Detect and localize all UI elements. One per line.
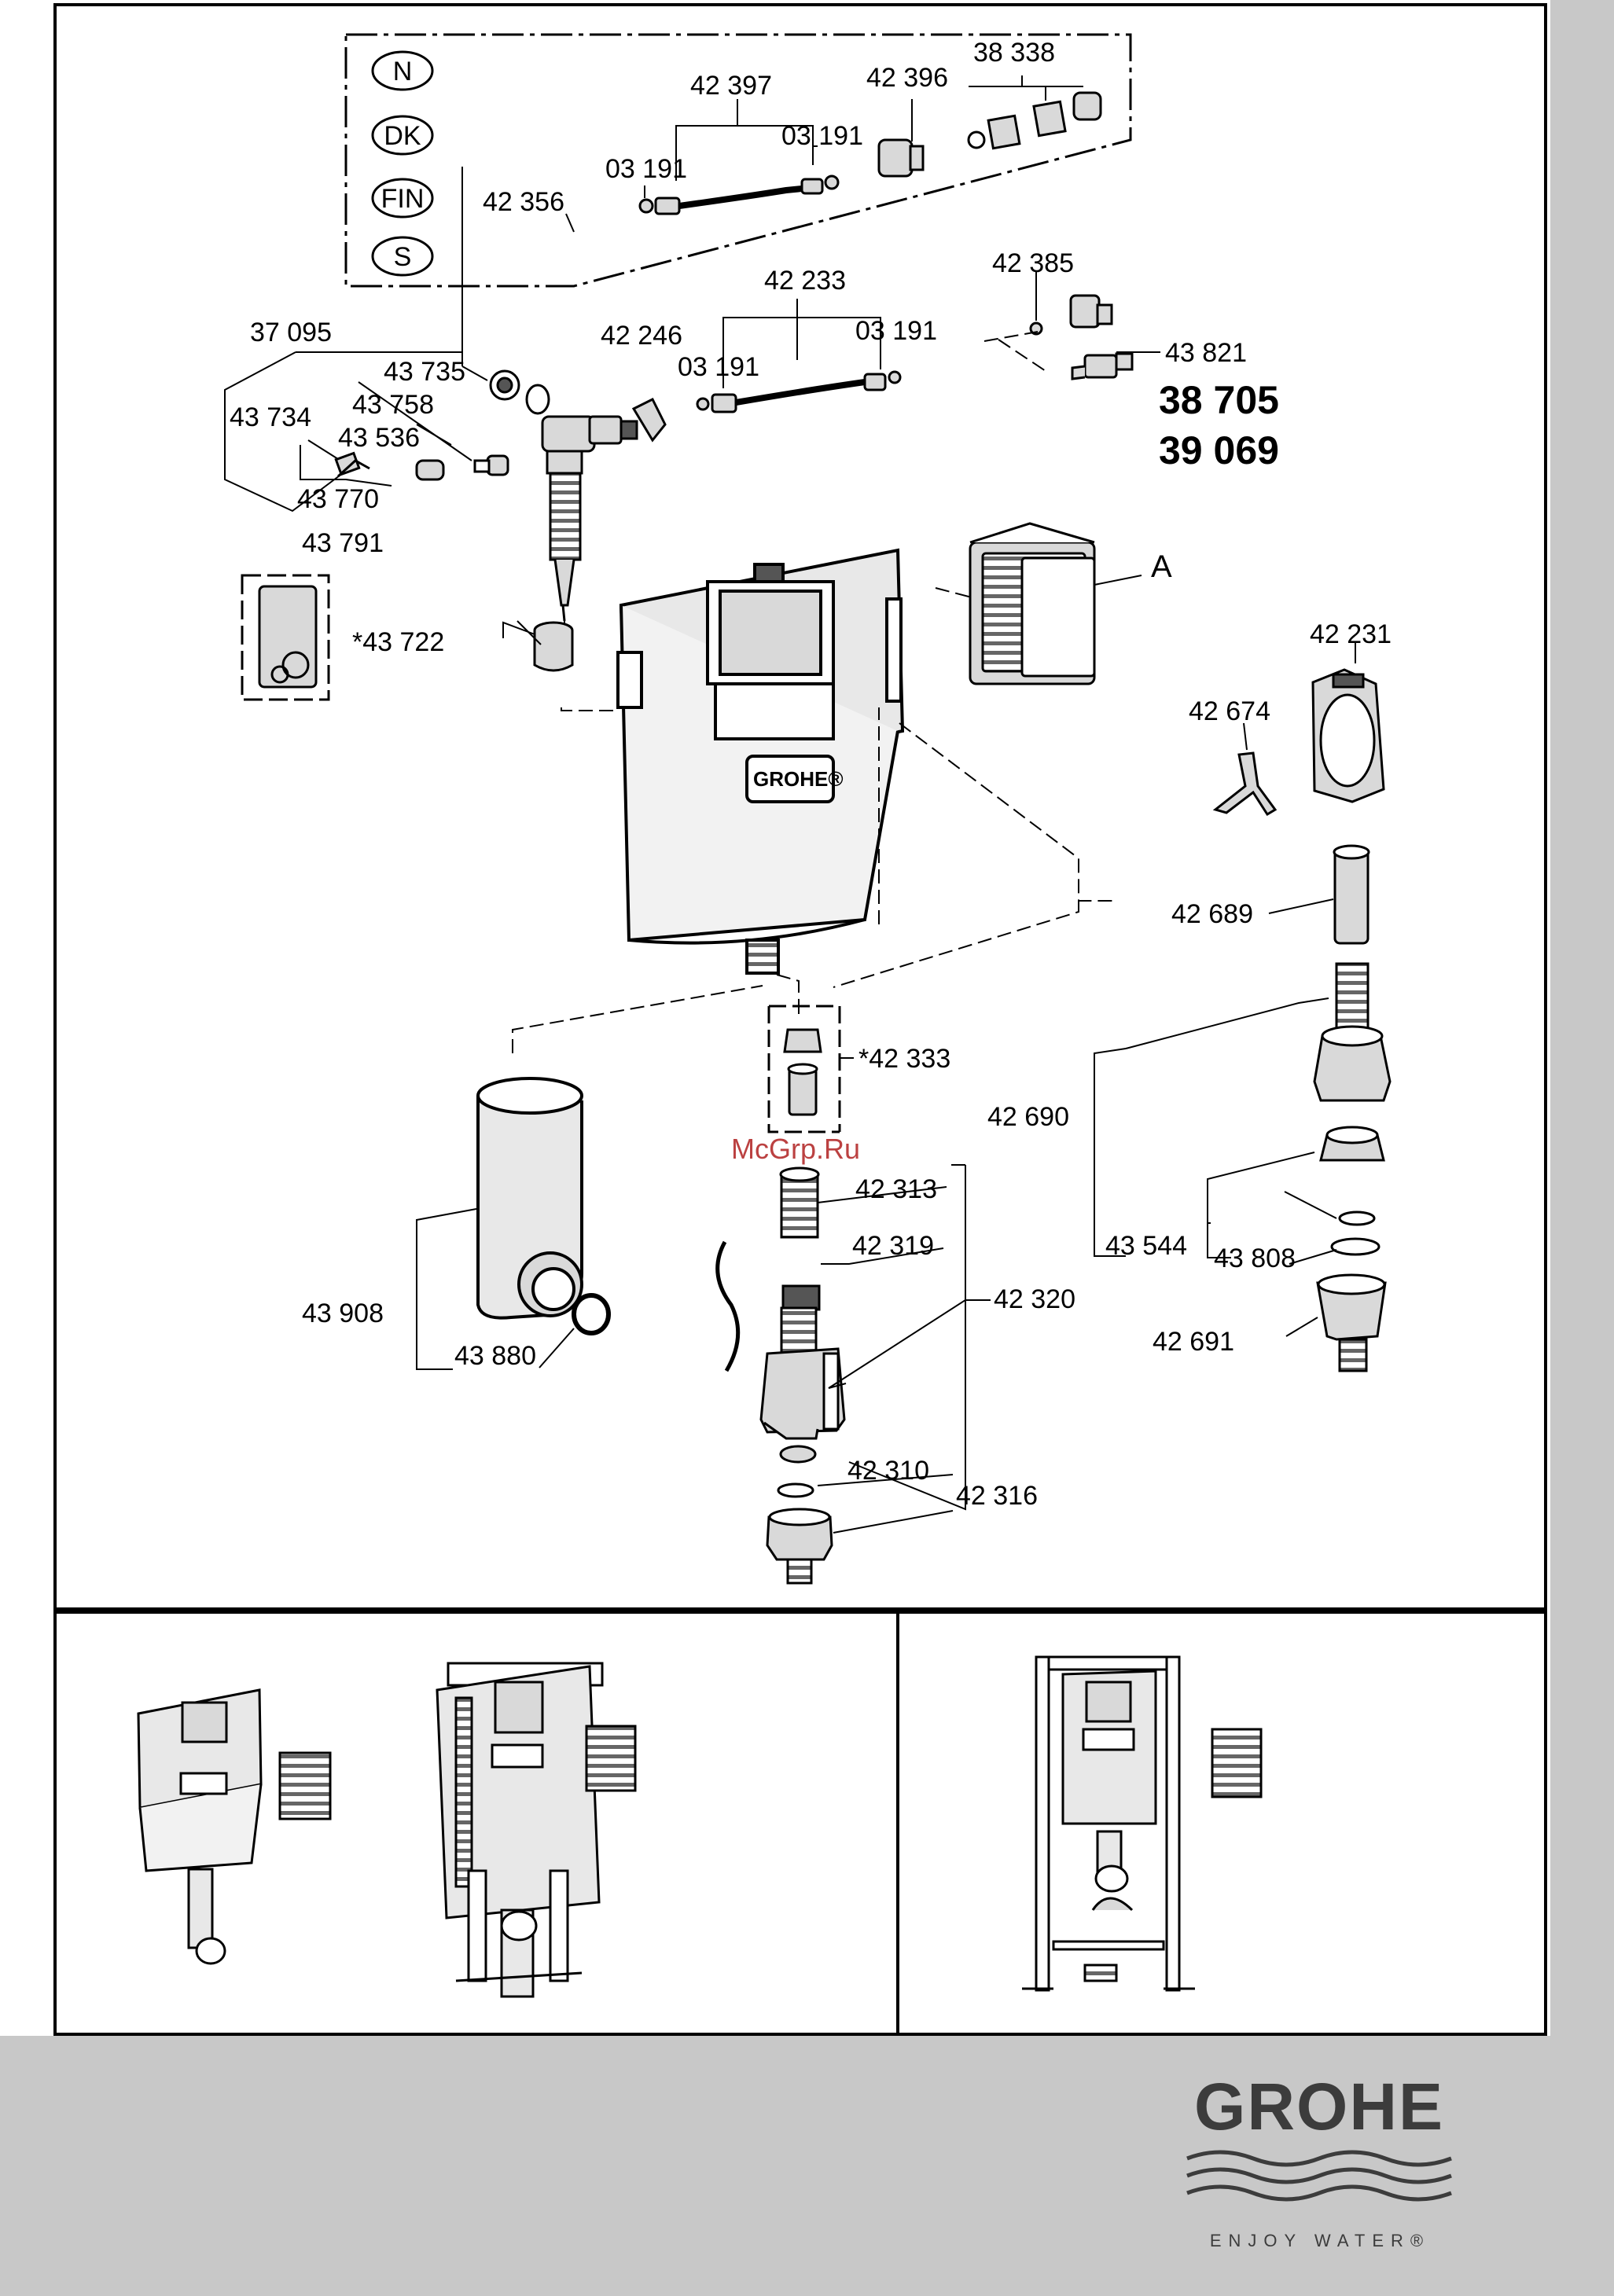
flush-valve-icon <box>715 1166 846 1585</box>
inlet-valve-leaders <box>224 167 565 638</box>
part-label-42246: 42 246 <box>601 321 682 351</box>
part-label-42333: *42 333 <box>858 1044 950 1074</box>
cistern-leaders <box>512 587 1116 1053</box>
watermark-text: McGrp.Ru <box>731 1133 860 1165</box>
part-label-42689: 42 689 <box>1171 899 1253 929</box>
model-number-39069: 39 069 <box>1159 428 1279 472</box>
concealed-cistern-icon <box>137 1688 332 1965</box>
country-code-dk: DK <box>384 121 421 151</box>
country-hose-assembly <box>638 91 1102 215</box>
actuator-stack <box>1313 844 1392 1372</box>
part-label-43536: 43 536 <box>338 423 420 453</box>
push-plate-icon <box>969 522 1096 685</box>
frame-cistern-icon <box>436 1662 637 1998</box>
part-label-42319: 42 319 <box>852 1231 934 1261</box>
part-label-43722: *43 722 <box>352 627 444 657</box>
country-box-leaders <box>565 75 1083 233</box>
frame-variant-panel <box>896 1611 1547 2036</box>
grohe-waves-icon <box>1186 2150 1452 2202</box>
part-label-42674: 42 674 <box>1189 696 1270 726</box>
flush-valve-leaders <box>817 1164 991 1534</box>
part-label-42233: 42 233 <box>764 266 846 296</box>
pipe-leaders <box>416 1208 575 1370</box>
support-bracket-part <box>1212 751 1278 817</box>
part-label-43908: 43 908 <box>302 1299 384 1328</box>
part-label-42356: 42 356 <box>483 187 564 217</box>
part-label-42397: 42 397 <box>690 71 772 101</box>
brand-tagline: ENJOY WATER® <box>1209 2231 1431 2250</box>
part-label-43544: 43 544 <box>1105 1231 1187 1261</box>
part-label-43735: 43 735 <box>384 357 465 387</box>
part-label-37095: 37 095 <box>250 318 332 347</box>
part-label-42396: 42 396 <box>866 63 948 93</box>
part-label-43821: 43 821 <box>1165 338 1247 368</box>
part-label-42385: 42 385 <box>992 248 1074 278</box>
part-label-03191-a: 03 191 <box>605 154 687 184</box>
part-label-43808: 43 808 <box>1214 1244 1296 1273</box>
country-code-s: S <box>394 242 412 272</box>
part-label-42690: 42 690 <box>987 1102 1069 1132</box>
actuator-leaders <box>1094 898 1337 1337</box>
part-label-42310: 42 310 <box>847 1456 929 1486</box>
part-label-43880: 43 880 <box>454 1341 536 1371</box>
part-label-03191-d: 03 191 <box>855 316 937 346</box>
inlet-valve-icon <box>334 369 667 622</box>
part-label-43734: 43 734 <box>230 402 311 432</box>
frame-icon <box>1022 1655 1263 1992</box>
sleeve-part <box>517 620 574 672</box>
part-label-03191-b: 03 191 <box>781 121 863 151</box>
tank-emblem-text: GROHE® <box>753 767 844 791</box>
country-code-fin: FIN <box>381 184 425 214</box>
part-label-42316: 42 316 <box>956 1481 1038 1511</box>
service-kit-box <box>767 1005 841 1133</box>
part-label-42691: 42 691 <box>1153 1327 1234 1357</box>
brand-logo: GROHE <box>1193 2070 1445 2144</box>
callout-label-a: A <box>1151 549 1172 584</box>
leader-a <box>1094 575 1142 586</box>
pipe-icon <box>476 1077 611 1335</box>
part-label-43770: 43 770 <box>297 484 379 514</box>
filter-kit-box <box>241 574 330 701</box>
supply-leaders <box>722 272 1160 388</box>
part-label-42231: 42 231 <box>1310 619 1392 649</box>
model-number-38705: 38 705 <box>1159 378 1279 422</box>
part-label-43791: 43 791 <box>302 528 384 558</box>
country-variant-box <box>344 33 1132 288</box>
cover-plate-part <box>1311 668 1385 803</box>
cistern-icon <box>616 548 905 975</box>
supply-hose-assembly <box>696 294 1134 413</box>
country-code-n: N <box>393 57 413 86</box>
part-label-38338: 38 338 <box>973 38 1055 68</box>
footer-band <box>0 2036 1614 2296</box>
part-label-43758: 43 758 <box>352 390 434 420</box>
part-label-42313: 42 313 <box>855 1174 937 1204</box>
country-codes <box>371 50 434 277</box>
right-margin-strip <box>1550 0 1614 2036</box>
part-label-42320: 42 320 <box>994 1284 1075 1314</box>
part-label-03191-c: 03 191 <box>678 352 759 382</box>
leader-42674 <box>1243 722 1248 751</box>
